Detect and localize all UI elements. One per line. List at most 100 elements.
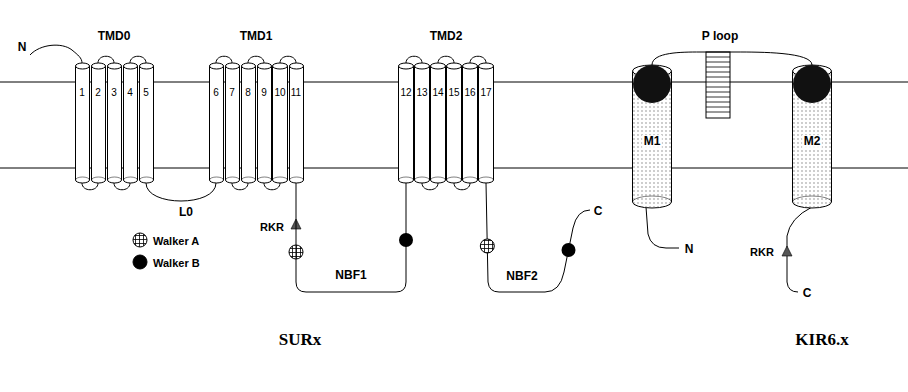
cylinder-back-rim [91,177,105,180]
loop-connector [248,56,264,63]
loop-connector [296,183,406,292]
loop-connector [652,52,812,65]
domain-label: TMD1 [240,29,273,43]
helix-number: 3 [111,87,117,99]
cylinder-body [241,66,255,183]
cylinder-body [289,66,303,183]
cylinder-body [273,66,288,183]
legend-text: Walker B [153,257,200,269]
cylinder-top [479,63,494,69]
cylinder-body [463,66,478,183]
cylinder-body [139,66,153,183]
helix-number: 13 [416,87,427,99]
cylinder-back-rim [289,177,303,180]
helix-number: 16 [464,87,475,99]
loop-connector [454,183,470,190]
cylinder-top [139,63,153,69]
domain-label-holder: TMD2 [430,26,463,44]
helix-number: 11 [291,87,301,99]
cylinder-back-rim [479,177,494,180]
cylinder-back-rim [415,177,430,180]
helix-number: 15 [448,87,459,99]
helix-cylinder: 1 [75,63,90,183]
helix-label: M1 [642,135,663,149]
edge-label: L0 [177,205,195,219]
terminus-label: C [803,286,812,300]
cylinder-top [431,63,446,69]
cylinder-top [463,63,478,69]
helix-cap [793,65,831,103]
cylinder-back-rim [273,177,288,180]
legend-swatch [131,253,149,271]
terminus-label: C [594,204,603,218]
legend-entry: Walker A [153,231,199,249]
n-terminal-tail [30,45,82,63]
cylinder-top [107,63,121,69]
cylinder-body [431,66,446,183]
cylinder-back-rim [107,177,121,180]
domain-label: TMD0 [98,29,131,43]
cylinder-top [91,63,105,69]
loop-connector [130,56,146,63]
terminus-label: N [18,40,27,54]
cylinder-top [447,63,462,69]
helix-cylinder: 16 [462,63,478,183]
helix-cylinder: 15 [446,63,462,183]
n-terminal-tail [646,207,679,248]
loop-connector [264,183,280,190]
helix-number: 5 [143,87,149,99]
cylinder-back-rim [241,177,255,180]
loop-connector [438,56,454,63]
c-terminal-tail [787,207,812,292]
loop-connector [82,183,98,190]
cylinder-body [447,66,462,183]
edge-label-holder: P loop [700,26,740,44]
loop-connector [280,56,296,63]
edge-label-holder: NBF1 [333,265,368,283]
cylinder-back-rim [139,177,153,180]
domain-label: NBF2 [506,269,537,283]
cylinder-back-rim [209,177,223,180]
helix-number: 8 [245,87,251,99]
cylinder-body [107,66,121,183]
terminus-label-holder: C [803,283,812,301]
cylinder-back-rim [793,196,832,202]
helix-cylinder: 7 [225,63,240,183]
terminus-label-holder: N [18,37,27,55]
helix-label: M2 [802,135,823,149]
cylinder-body [257,66,271,183]
helix-cylinder: 14 [430,63,446,183]
cylinder-back-rim [431,177,446,180]
helix-cylinder: 17 [478,63,494,183]
cylinder-top [257,63,271,69]
helix-number: 7 [229,87,235,99]
cylinder-top [399,63,414,69]
helix-cylinder: 5 [139,63,154,183]
legend-text: Walker A [153,235,199,247]
p-loop-filter [706,52,730,118]
pore-helix: M2 [792,65,832,208]
terminus-label: N [685,242,694,256]
legend-swatch [131,231,149,249]
helix-cap [633,65,671,103]
cylinder-body [209,66,223,183]
helix-cylinder: 9 [257,63,272,183]
cylinder-body [415,66,430,183]
helix-cylinder: 12 [398,63,414,183]
loop-connector [406,56,422,63]
pore-helix: M1 [632,65,672,208]
helix-cylinder: 3 [107,63,122,183]
domain-label-holder: TMD0 [98,26,131,44]
domain-label: TMD2 [430,29,463,43]
edge-label-holder: L0 [177,202,195,220]
motif-label: RKR [260,221,284,233]
legend-entry: Walker B [153,253,200,271]
loop-connector [232,183,248,190]
cylinder-top [289,63,303,69]
terminus-label-holder: C [594,201,603,219]
subunit-title: KIR6.x [795,330,848,349]
cylinder-body [75,66,89,183]
p-loop-stripes [706,57,730,112]
loop-connector [422,183,438,190]
